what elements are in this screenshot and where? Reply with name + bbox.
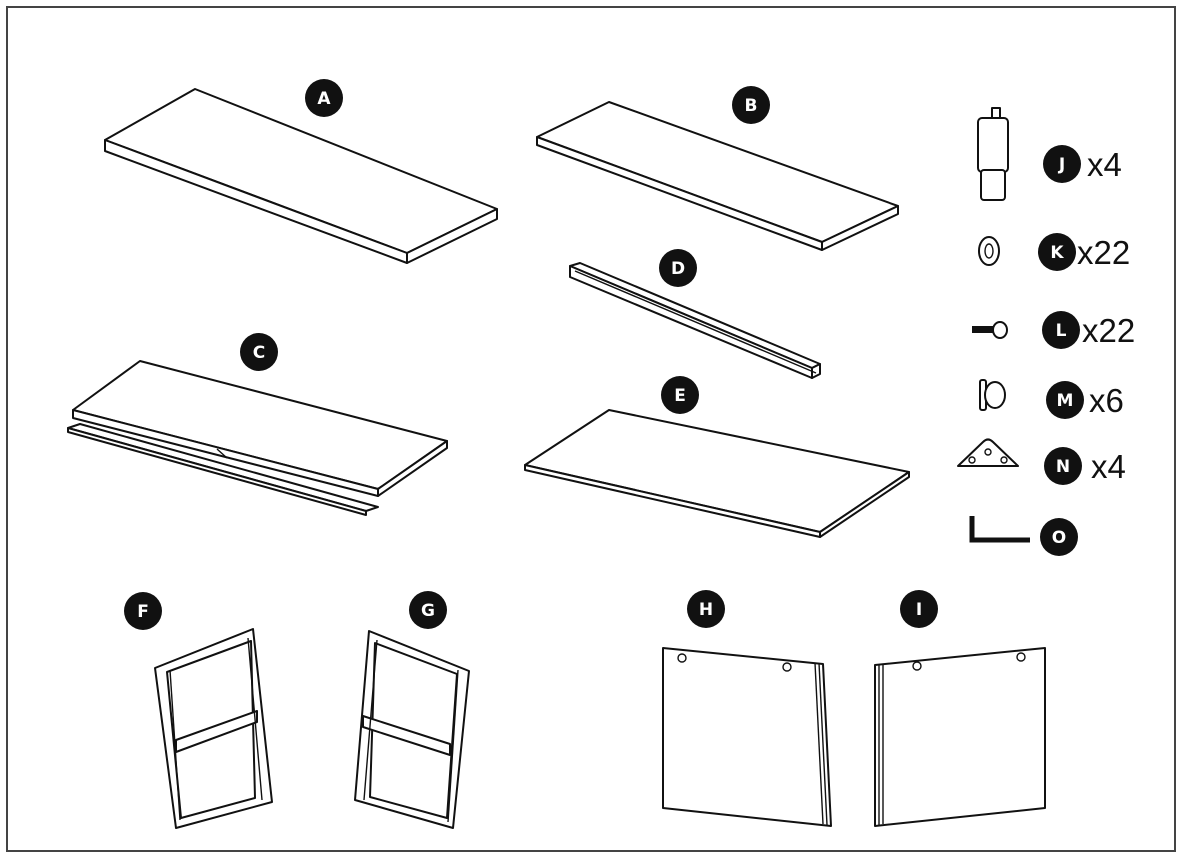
part-e-panel <box>524 409 910 538</box>
svg-text:L: L <box>1056 321 1067 341</box>
part-f-frame <box>154 628 273 829</box>
svg-text:H: H <box>699 600 713 620</box>
diagram-frame <box>6 6 1176 852</box>
svg-text:E: E <box>674 386 686 406</box>
svg-text:D: D <box>671 259 685 279</box>
part-h-door <box>662 647 832 827</box>
part-b-board <box>536 101 899 251</box>
hardware-j-foot-icon <box>977 107 1009 201</box>
qty-l: x22 <box>1082 312 1135 349</box>
hardware-m-camlock-icon <box>979 379 1006 411</box>
svg-text:G: G <box>421 601 435 621</box>
badge-l: L <box>1042 311 1080 349</box>
qty-m: x6 <box>1089 382 1124 419</box>
badge-c: C <box>240 333 278 371</box>
part-c-panel <box>67 360 448 516</box>
badge-g: G <box>409 591 447 629</box>
svg-text:B: B <box>745 96 758 116</box>
badge-j: J <box>1043 145 1081 183</box>
badge-m: M <box>1046 381 1084 419</box>
svg-text:N: N <box>1056 457 1070 477</box>
svg-text:K: K <box>1050 243 1064 263</box>
part-d-rail <box>569 262 821 379</box>
badge-f: F <box>124 592 162 630</box>
qty-k: x22 <box>1077 234 1130 271</box>
badge-a: A <box>305 79 343 117</box>
hardware-k-washer-icon <box>978 236 1000 266</box>
badge-e: E <box>661 376 699 414</box>
svg-text:F: F <box>137 602 149 622</box>
svg-text:I: I <box>916 600 922 620</box>
svg-text:M: M <box>1057 391 1074 411</box>
hardware-o-allen-key-icon <box>969 516 1030 543</box>
badge-o: O <box>1040 518 1078 556</box>
svg-text:C: C <box>253 343 265 363</box>
hardware-n-plate-icon <box>957 438 1019 467</box>
svg-text:J: J <box>1058 155 1065 175</box>
qty-j: x4 <box>1087 146 1122 183</box>
badge-h: H <box>687 590 725 628</box>
badge-b: B <box>732 86 770 124</box>
hardware-l-bolt-icon <box>972 321 1008 339</box>
badge-n: N <box>1044 447 1082 485</box>
badge-d: D <box>659 249 697 287</box>
svg-text:A: A <box>317 89 331 109</box>
badge-k: K <box>1038 233 1076 271</box>
part-g-frame <box>354 630 470 829</box>
badge-i: I <box>900 590 938 628</box>
part-i-door <box>874 647 1046 827</box>
qty-n: x4 <box>1091 448 1126 485</box>
svg-text:O: O <box>1052 528 1066 548</box>
part-a-board <box>104 88 498 264</box>
